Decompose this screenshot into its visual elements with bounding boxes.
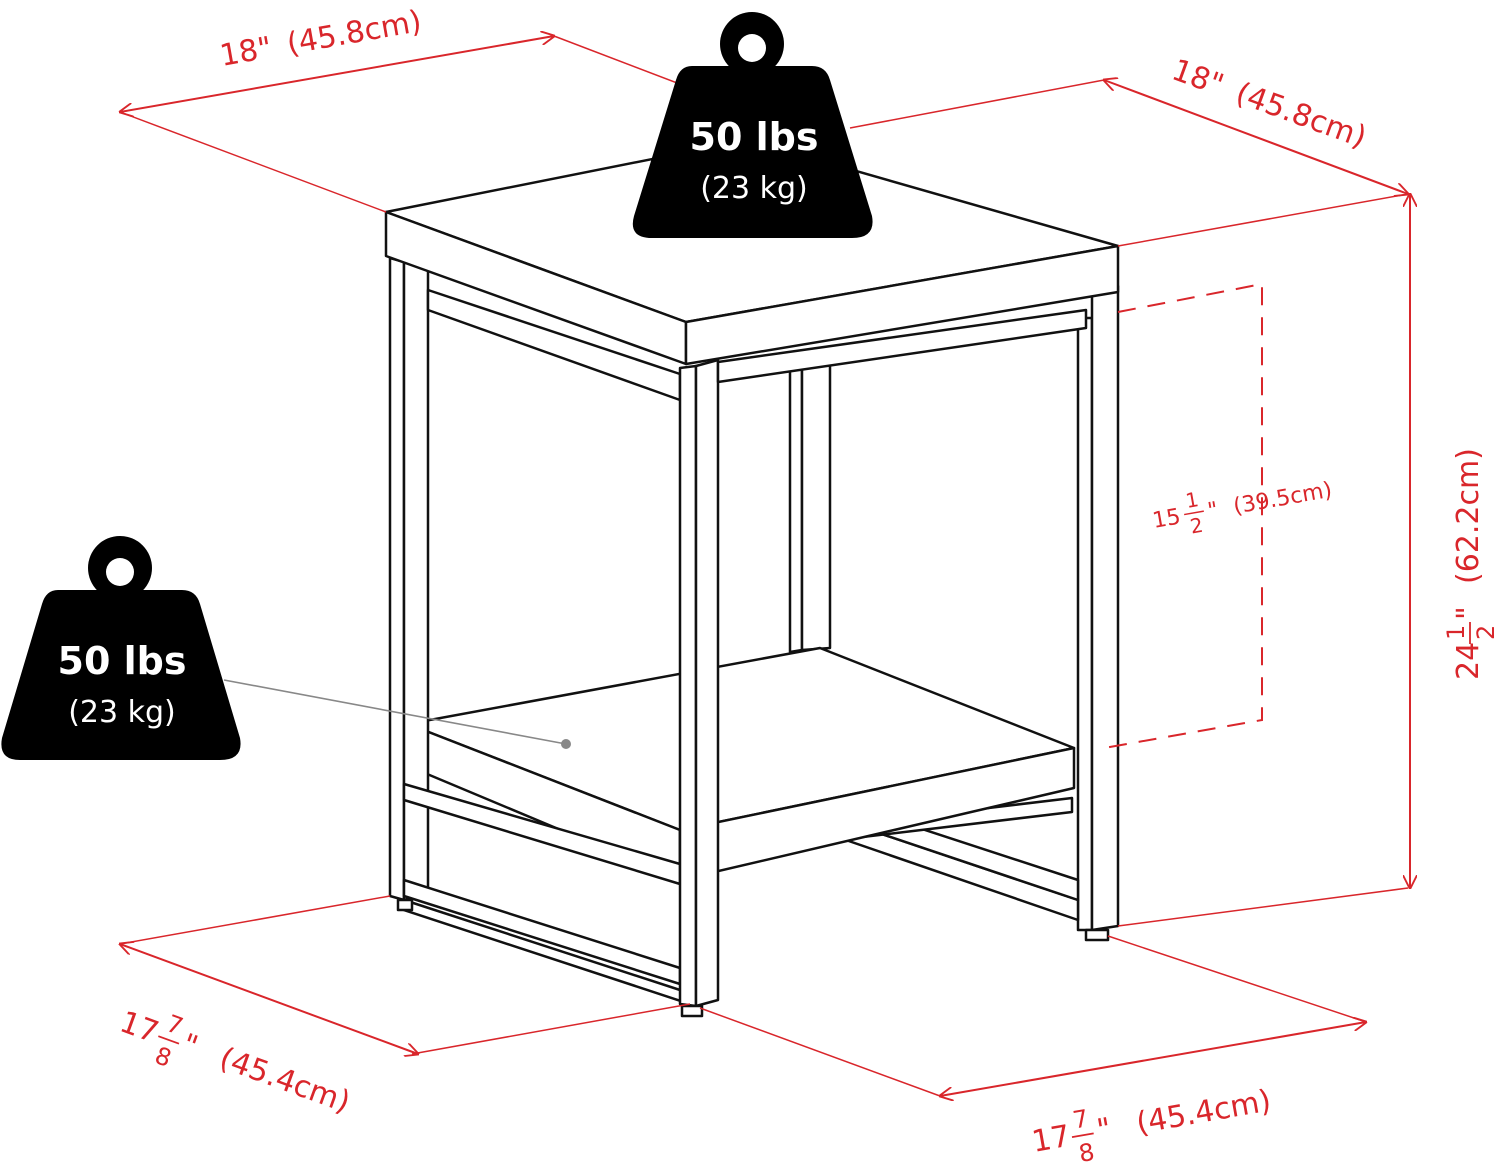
label-top-right-cm: (45.8cm)	[1231, 76, 1371, 155]
side-table	[384, 138, 1120, 1018]
bottom-left-den: 8	[151, 1041, 175, 1073]
dim-line-bottom-right	[940, 1022, 1366, 1096]
label-bottom-right: 17 7 8 " (45.4cm)	[1029, 1083, 1274, 1168]
clearance-cm: (39.5cm)	[1231, 478, 1334, 520]
height-den: 2	[1472, 625, 1500, 640]
bottom-right-cm: (45.4cm)	[1134, 1083, 1274, 1141]
bottom-right-den: 8	[1077, 1138, 1097, 1165]
clearance-dashed-line	[1103, 282, 1263, 749]
label-top-right-depth: 18" (45.8cm)	[1167, 53, 1371, 156]
weight-top-kg: (23 kg)	[700, 171, 808, 206]
label-top-right-inch: 18"	[1167, 53, 1228, 104]
height-whole: 24	[1451, 642, 1486, 680]
front-left-leg	[388, 256, 406, 902]
weight-shelf-kg: (23 kg)	[68, 695, 176, 730]
shelf-leader-line	[223, 679, 567, 745]
height-unit: "	[1451, 606, 1486, 620]
dim-line-bottom-left	[120, 944, 418, 1054]
bottom-right-num: 7	[1071, 1104, 1091, 1134]
front-right-leg	[678, 364, 698, 1008]
height-cm: (62.2cm)	[1451, 448, 1486, 584]
clearance-num: 1	[1184, 487, 1201, 513]
label-top-left-inch: 18"	[217, 30, 274, 73]
clearance-whole: 15	[1151, 504, 1183, 533]
height-num: 1	[1442, 625, 1470, 640]
weight-icon-top: 50 lbs (23 kg)	[632, 12, 873, 238]
bottom-left-whole: 17	[115, 1005, 163, 1051]
weight-icon-shelf: 50 lbs (23 kg)	[1, 536, 241, 760]
bottom-left-unit: "	[177, 1027, 202, 1065]
clearance-den: 2	[1188, 513, 1205, 539]
label-height: 24 1 2 " (62.2cm)	[1442, 448, 1500, 680]
shelf-leader-dot	[561, 739, 571, 749]
label-bottom-left: 17 7 8 " (45.4cm)	[115, 1005, 355, 1121]
clearance-unit: "	[1206, 498, 1220, 524]
label-top-left-cm: (45.8cm)	[284, 4, 424, 62]
bottom-left-cm: (45.4cm)	[215, 1041, 355, 1120]
weight-shelf-lbs: 50 lbs	[58, 639, 187, 683]
dim-line-top-left	[120, 36, 554, 112]
dim-line-top-right	[1104, 80, 1408, 194]
bottom-right-whole: 17	[1029, 1119, 1073, 1160]
label-clearance: 15 1 2 " (39.5cm)	[1151, 478, 1334, 539]
bottom-right-unit: "	[1094, 1112, 1114, 1149]
weight-top-lbs: 50 lbs	[690, 115, 819, 159]
bottom-left-num: 7	[163, 1009, 187, 1041]
